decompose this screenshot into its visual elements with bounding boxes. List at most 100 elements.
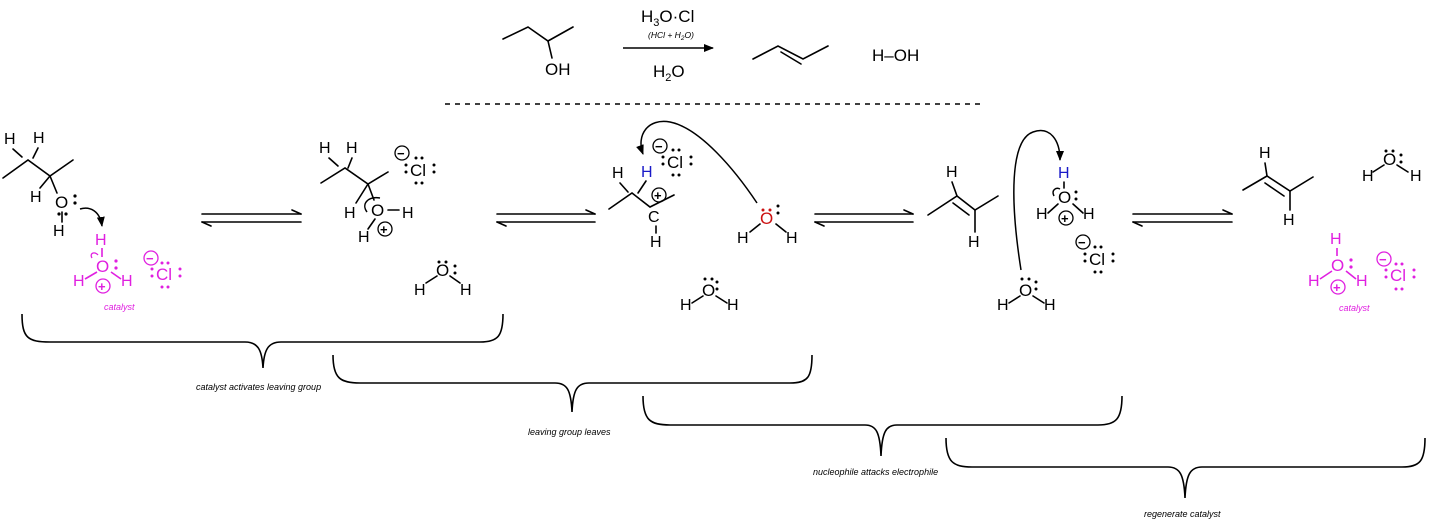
- catalyst-hydronium-left: H O H H + − Cl catalyst: [73, 232, 182, 312]
- o-atom: O: [1383, 150, 1396, 169]
- step4-alkene: H H: [927, 164, 999, 251]
- o-atom-highlight: O: [760, 209, 773, 228]
- butanol-skeleton: [502, 26, 574, 42]
- catalyst-label: catalyst: [1339, 303, 1370, 313]
- bond: [39, 175, 51, 189]
- o-atom: O: [1058, 188, 1071, 207]
- brace-4: [945, 437, 1426, 499]
- water-5: O H H: [1362, 149, 1422, 185]
- water-2: O H H: [414, 260, 472, 299]
- charge-sign: −: [1379, 252, 1387, 267]
- plus-charge-icon: [95, 278, 111, 294]
- h-atom-highlight: H: [1058, 165, 1070, 182]
- o-atom: O: [96, 257, 109, 276]
- charge-sign: −: [397, 146, 405, 161]
- brace-1: [21, 313, 504, 369]
- bond: [12, 148, 23, 158]
- h-atom: H: [1356, 273, 1368, 290]
- step4-hydronium: H O H H + − Cl: [1013, 129, 1115, 274]
- step5-alkene: H H: [1242, 145, 1314, 229]
- brace-3: [642, 395, 1123, 457]
- curved-arrow: [364, 196, 381, 213]
- h-atom: H: [997, 297, 1009, 314]
- h-atom: H: [968, 234, 980, 251]
- charge-sign: +: [1333, 280, 1341, 295]
- curved-arrow: [1013, 129, 1064, 271]
- o-atom: O: [436, 261, 449, 280]
- catalyst-hydronium-right: H O H H + − Cl catalyst: [1308, 231, 1416, 313]
- reagent-note: (HCl + H2O): [648, 30, 694, 42]
- catalyst-label: catalyst: [104, 302, 135, 312]
- o-atom: O: [1019, 281, 1032, 300]
- h-atom: H: [121, 273, 133, 290]
- h-atom: H: [414, 282, 426, 299]
- minus-charge-icon: [1075, 234, 1091, 250]
- caption-step-2: leaving group leaves: [528, 427, 611, 437]
- cl-atom: Cl: [1390, 266, 1406, 285]
- charge-sign: +: [1061, 211, 1069, 226]
- h-atom: H: [680, 297, 692, 314]
- equilibrium-arrow-4: [1132, 209, 1233, 227]
- bond: [32, 147, 39, 159]
- curved-arrow: [79, 207, 105, 227]
- h-atom: H: [1362, 168, 1374, 185]
- h-atom: H: [460, 282, 472, 299]
- h-atom: H: [650, 234, 662, 251]
- o-atom: O: [702, 281, 715, 300]
- plus-charge-icon: [1330, 279, 1346, 295]
- h-atom: H: [319, 140, 331, 157]
- water-byproduct: H–OH: [872, 46, 919, 65]
- caption-step-4: regenerate catalyst: [1144, 509, 1221, 519]
- cl-atom: Cl: [156, 265, 172, 284]
- step3-carbocation: H H C + H − Cl: [608, 120, 758, 251]
- charge-sign: −: [1078, 235, 1086, 250]
- charge-sign: +: [380, 222, 388, 237]
- equilibrium-arrow-1: [201, 209, 302, 227]
- charge-sign: +: [654, 188, 662, 203]
- h-atom: H: [4, 131, 16, 148]
- h-atom: H: [1259, 145, 1271, 162]
- o-atom: O: [371, 201, 384, 220]
- cl-atom: Cl: [1089, 250, 1105, 269]
- h-atom: H: [1330, 231, 1342, 248]
- plus-charge-icon: [377, 221, 393, 237]
- butanol-co-bond: [547, 40, 553, 59]
- h-atom: H: [1036, 206, 1048, 223]
- minus-charge-icon: [394, 145, 410, 161]
- h-atom: H: [346, 140, 358, 157]
- butene-skeleton: [752, 45, 829, 60]
- h-atom: H: [1410, 168, 1422, 185]
- o-atom: O: [1331, 256, 1344, 275]
- o-atom: O: [55, 193, 68, 212]
- h-atom: H: [95, 232, 107, 249]
- equilibrium-arrow-2: [496, 209, 596, 227]
- h-atom: H: [1083, 206, 1095, 223]
- plus-charge-icon: [1058, 210, 1074, 226]
- solvent-label: H2O: [653, 62, 685, 84]
- water-nucleophile: O H H: [737, 204, 798, 247]
- h-atom-highlight: H: [641, 164, 653, 181]
- minus-charge-icon: [1376, 251, 1392, 267]
- step2-oxonium: H H H O H H + − Cl: [319, 140, 436, 246]
- equilibrium-arrow-3: [814, 209, 914, 227]
- h-atom: H: [344, 205, 356, 222]
- water-3: O H H: [680, 277, 739, 314]
- h-atom: H: [53, 223, 65, 240]
- h-atom: H: [946, 164, 958, 181]
- h-atom: H: [402, 205, 414, 222]
- h-atom: H: [30, 189, 42, 206]
- caption-step-3: nucleophile attacks electrophile: [813, 467, 938, 477]
- h-atom: H: [727, 297, 739, 314]
- c-atom: C: [648, 209, 660, 226]
- h-atom: H: [1283, 212, 1295, 229]
- butene-double-bond: [780, 51, 802, 65]
- h-atom: H: [737, 230, 749, 247]
- reagent-label: H3O·Cl: [641, 7, 694, 29]
- minus-charge-icon: [143, 250, 159, 266]
- skeleton: [2, 159, 74, 179]
- h-atom: H: [73, 273, 85, 290]
- step1-alcohol: H H H O H: [2, 130, 105, 240]
- h-atom: H: [612, 165, 624, 182]
- h-atom: H: [786, 230, 798, 247]
